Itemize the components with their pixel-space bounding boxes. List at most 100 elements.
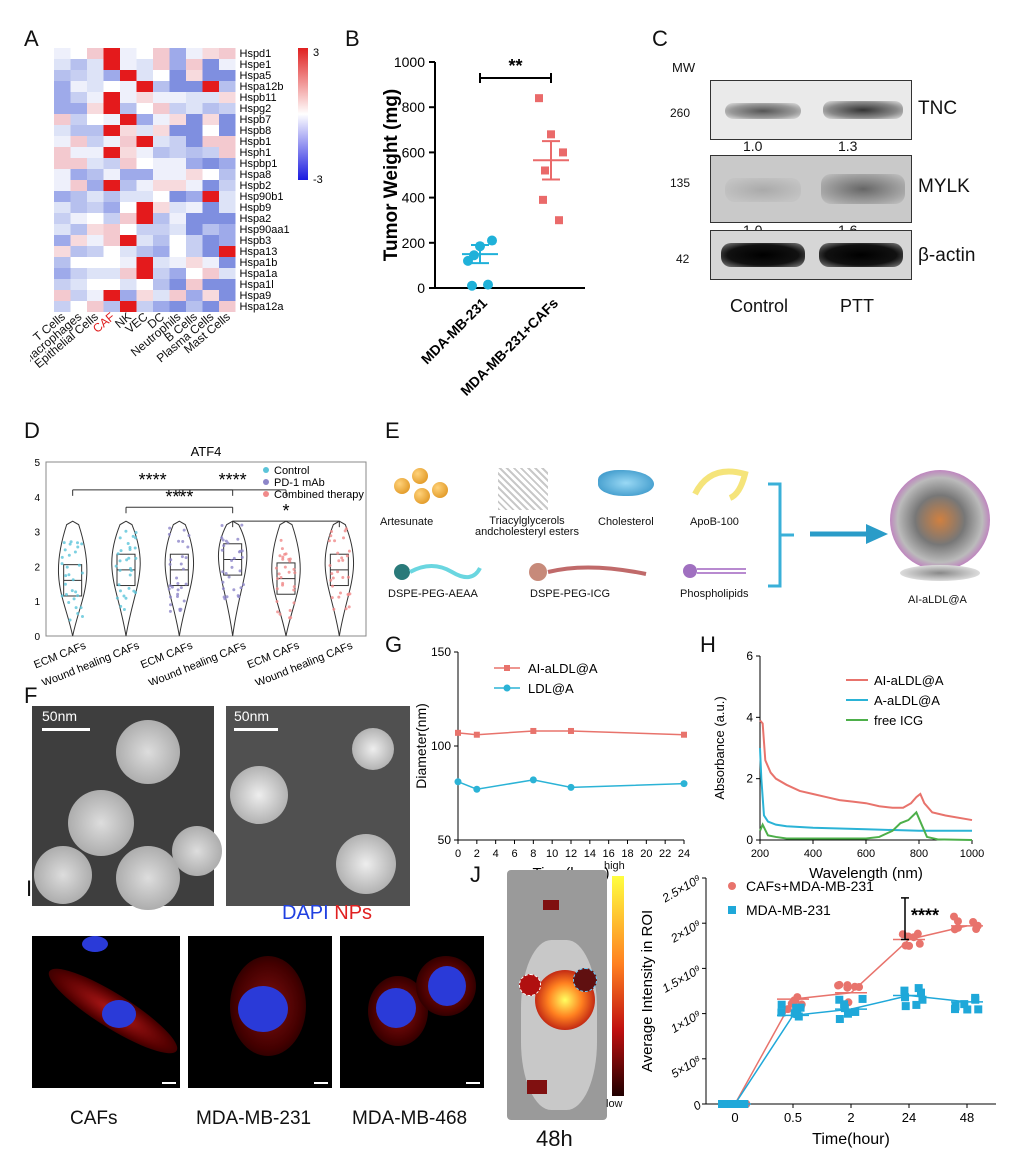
heatmap-cell xyxy=(186,202,203,213)
heatmap-cell xyxy=(202,125,219,136)
heatmap-cell xyxy=(219,191,236,202)
data-point xyxy=(483,279,493,290)
heatmap-cell xyxy=(153,92,170,103)
heatmap-cell xyxy=(103,235,120,246)
heatmap-cell xyxy=(202,257,219,268)
data-point xyxy=(65,565,69,569)
data-point xyxy=(541,166,549,175)
legend-label: AI-aLDL@A xyxy=(874,673,944,688)
heatmap-cell xyxy=(54,59,71,70)
label-artesunate: Artesunate xyxy=(380,516,434,528)
sig-label: **** xyxy=(139,470,167,490)
heatmap-cell xyxy=(202,224,219,235)
heatmap-cell xyxy=(169,290,186,301)
sig-label: ** xyxy=(508,56,522,76)
heatmap-cell xyxy=(87,202,104,213)
data-point xyxy=(77,563,81,567)
data-point xyxy=(134,531,138,535)
data-point xyxy=(342,536,346,540)
heatmap-cell xyxy=(87,70,104,81)
sig-label: **** xyxy=(165,487,193,507)
data-point xyxy=(274,566,278,570)
y-tick-label: 2 xyxy=(746,772,753,786)
heatmap-cell xyxy=(219,92,236,103)
data-point xyxy=(345,554,349,558)
heatmap-cell xyxy=(202,202,219,213)
data-point xyxy=(75,541,79,545)
data-point xyxy=(292,601,296,605)
heatmap-cell xyxy=(136,59,153,70)
heatmap-cell xyxy=(103,92,120,103)
heatmap-cell xyxy=(54,125,71,136)
data-point xyxy=(331,584,335,588)
violin xyxy=(111,520,141,637)
legend-label: Control xyxy=(274,465,309,477)
heatmap-cell xyxy=(54,136,71,147)
heatmap-cell xyxy=(70,158,87,169)
heatmap-cell xyxy=(186,180,203,191)
heatmap-cell xyxy=(103,257,120,268)
gene-label: Hspe1 xyxy=(240,59,272,71)
heatmap-cell xyxy=(103,48,120,59)
scale-bar-1 xyxy=(42,728,90,731)
data-point xyxy=(455,729,461,736)
gene-label: Hsph1 xyxy=(240,147,272,159)
legend-marker xyxy=(728,882,736,890)
heatmap-panel: Hspd1Hspe1Hspa5Hspa12bHspb11Hspg2Hspb7Hs… xyxy=(30,47,323,371)
colorbar-max-label: 3 xyxy=(313,47,319,59)
heatmap-cell xyxy=(136,257,153,268)
nanoparticle-shadow xyxy=(900,565,980,581)
heatmap-cell xyxy=(70,191,87,202)
data-point xyxy=(835,980,844,989)
heatmap-cell xyxy=(153,158,170,169)
heatmap-cell xyxy=(169,147,186,158)
data-point xyxy=(175,576,179,580)
x-tick-label: 24 xyxy=(902,1110,916,1125)
data-point xyxy=(176,592,180,596)
heatmap-cell xyxy=(186,70,203,81)
data-point xyxy=(329,578,333,582)
heatmap-cell xyxy=(70,279,87,290)
heatmap-cell xyxy=(202,235,219,246)
data-point xyxy=(473,785,481,793)
heatmap-cell xyxy=(186,92,203,103)
gene-label: Hspg2 xyxy=(240,103,272,115)
data-point xyxy=(170,585,174,589)
data-point xyxy=(777,1000,786,1009)
heatmap-cell xyxy=(87,81,104,92)
heatmap-cell xyxy=(70,290,87,301)
heatmap-cell xyxy=(136,81,153,92)
data-point xyxy=(279,575,283,579)
heatmap-cell xyxy=(219,136,236,147)
heatmap-cell xyxy=(219,257,236,268)
heatmap-cell xyxy=(103,70,120,81)
artesunate-icon xyxy=(394,460,454,510)
gene-label: Hspa1b xyxy=(240,257,278,269)
data-point xyxy=(567,783,575,791)
data-point xyxy=(63,548,67,552)
y-tick-label: 1×10⁹ xyxy=(668,1008,703,1036)
heatmap-cell xyxy=(136,136,153,147)
heatmap-cell xyxy=(103,81,120,92)
nanoparticle-icon xyxy=(890,470,990,570)
heatmap-cell xyxy=(120,268,137,279)
heatmap-cell xyxy=(120,180,137,191)
western-blot-panel: MW 260 135 42 TNC 1.0 1.3 MYLK 1.0 1.6 β… xyxy=(660,40,1000,330)
data-point xyxy=(344,607,348,611)
heatmap-cell xyxy=(186,158,203,169)
panel-e-schematic: Artesunate Triacylglycerols andcholester… xyxy=(380,460,1020,630)
heatmap-cell xyxy=(153,59,170,70)
sig-label: **** xyxy=(219,470,247,490)
heatmap-cell xyxy=(153,279,170,290)
panel-label-f: F xyxy=(24,683,38,708)
triacylglycerols-icon xyxy=(498,468,548,510)
heatmap-cell xyxy=(103,202,120,213)
data-point xyxy=(187,533,191,537)
heatmap-cell xyxy=(186,81,203,92)
data-point xyxy=(912,1000,921,1009)
data-point xyxy=(792,1003,801,1012)
heatmap-cell xyxy=(202,246,219,257)
data-point xyxy=(124,529,128,533)
data-point xyxy=(169,558,173,562)
heatmap-cell xyxy=(120,191,137,202)
